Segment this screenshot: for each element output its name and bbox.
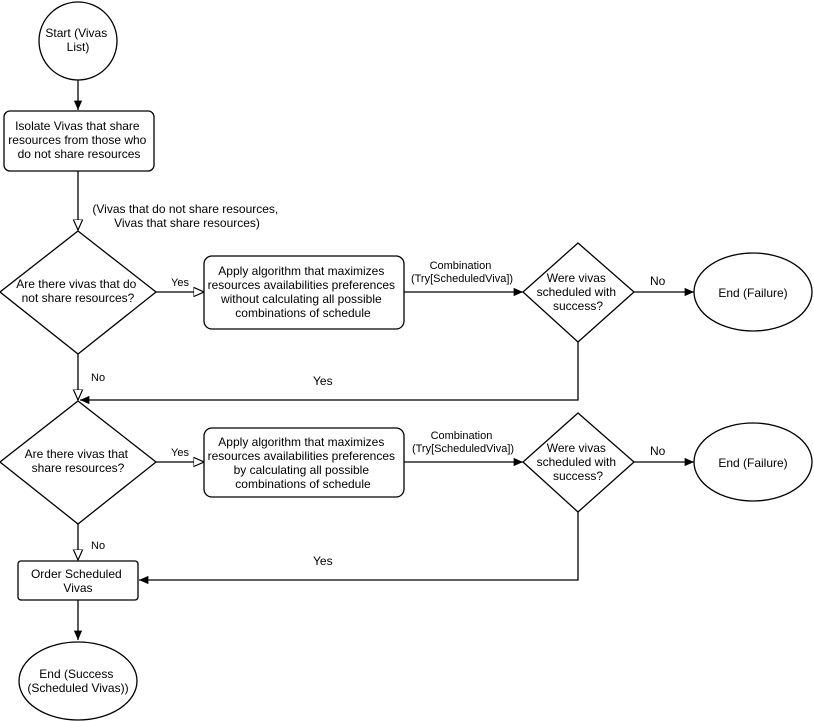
q-success-1-diamond [522, 242, 635, 343]
edge-combination-1-line-1: Combination [430, 260, 492, 272]
order-line-2: Vivas [63, 581, 92, 595]
edge-yes-2-label: Yes [171, 447, 189, 459]
start-label: Start (Vivas List) [45, 26, 110, 54]
end-fail-1-node [693, 252, 813, 332]
algo-no-calc-box [203, 255, 405, 330]
q-success-1-line-2: scheduled with [537, 285, 616, 299]
q-no-share-label: Are there vivas that do not share resour… [16, 277, 139, 305]
edge-combination-2-line-2: (Try[ScheduledViva]) [412, 443, 514, 455]
start-label-line-2: List) [67, 40, 90, 54]
algo-calc-line-3: by calculating all possible [234, 463, 370, 477]
edge-combination-2-label: Combination (Try[ScheduledViva]) [412, 430, 514, 455]
isolate-label: Isolate Vivas that share resources from … [8, 119, 149, 161]
edge-no-1-label: No [91, 372, 105, 384]
algo-no-calc-line-2: resources availabilities preferences [208, 278, 395, 292]
end-success-label: End (Success (Scheduled Vivas)) [27, 667, 128, 695]
order-box [17, 560, 139, 601]
q-share-line-1: Are there vivas that [25, 447, 129, 461]
order-label: Order Scheduled Vivas [31, 567, 125, 595]
q-no-share-line-2: not share resources? [22, 291, 135, 305]
algo-no-calc-line-3: without calculating all possible [220, 292, 382, 306]
order-line-1: Order Scheduled [31, 567, 122, 581]
algo-calc-line-1: Apply algorithm that maximizes [218, 435, 384, 449]
end-fail-2-label: End (Failure) [718, 456, 787, 470]
edge-no-fail-2-label: No [650, 444, 666, 458]
q-success-2-line-1: Were vivas [547, 441, 606, 455]
algo-no-calc-label: Apply algorithm that maximizes resources… [208, 264, 399, 320]
algo-calc-line-2: resources availabilities preferences [208, 449, 395, 463]
isolate-label-line-3: do not share resources [18, 147, 141, 161]
q-success-2-label: Were vivas scheduled with success? [537, 441, 620, 483]
algo-no-calc-line-1: Apply algorithm that maximizes [218, 264, 384, 278]
algo-calc-box [203, 427, 405, 498]
end-success-line-1: End (Success [39, 667, 113, 681]
split-output-line-1: (Vivas that do not share resources, [92, 202, 278, 216]
edge-no-fail-1-label: No [650, 274, 666, 288]
edge-combination-1-line-2: (Try[ScheduledViva]) [411, 273, 513, 285]
q-success-2-line-2: scheduled with [537, 455, 616, 469]
start-label-line-1: Start (Vivas [45, 26, 107, 40]
q-no-share-line-1: Are there vivas that do [16, 277, 136, 291]
edge-yes-back-2 [139, 512, 579, 585]
q-share-line-2: share resources? [32, 461, 125, 475]
edge-yes-back-1-label: Yes [313, 374, 333, 388]
end-success-line-2: (Scheduled Vivas)) [27, 681, 128, 695]
edge-no-2-label: No [91, 540, 105, 552]
isolate-box [3, 110, 155, 172]
edge-combination-2-line-1: Combination [431, 430, 493, 442]
q-success-2-line-3: success? [553, 469, 603, 483]
q-success-1-line-3: success? [553, 299, 603, 313]
algo-calc-label: Apply algorithm that maximizes resources… [208, 435, 399, 491]
q-success-2-diamond [522, 412, 635, 513]
edge-yes-back-2-label: Yes [313, 554, 333, 568]
q-share-label: Are there vivas that share resources? [25, 447, 132, 475]
start-node [38, 1, 118, 81]
isolate-label-line-1: Isolate Vivas that share [15, 119, 140, 133]
end-fail-2-line-1: End (Failure) [718, 456, 787, 470]
isolate-label-line-2: resources from those who [8, 133, 146, 147]
split-output-line-2: Vivas that share resources) [114, 216, 260, 230]
algo-no-calc-line-4: combinations of schedule [235, 306, 371, 320]
end-fail-1-label: End (Failure) [718, 286, 787, 300]
q-success-1-line-1: Were vivas [547, 271, 606, 285]
algo-calc-line-4: combinations of schedule [235, 477, 371, 491]
edge-combination-1-label: Combination (Try[ScheduledViva]) [411, 260, 513, 285]
end-fail-2-node [693, 422, 813, 502]
end-fail-1-line-1: End (Failure) [718, 286, 787, 300]
split-output-label: (Vivas that do not share resources, Viva… [92, 202, 281, 230]
q-share-diamond [0, 400, 158, 525]
q-success-1-label: Were vivas scheduled with success? [537, 271, 620, 313]
end-success-node [18, 641, 138, 721]
edge-yes-1-label: Yes [171, 277, 189, 289]
edge-yes-back-1 [80, 342, 579, 405]
q-no-share-diamond [0, 230, 158, 355]
